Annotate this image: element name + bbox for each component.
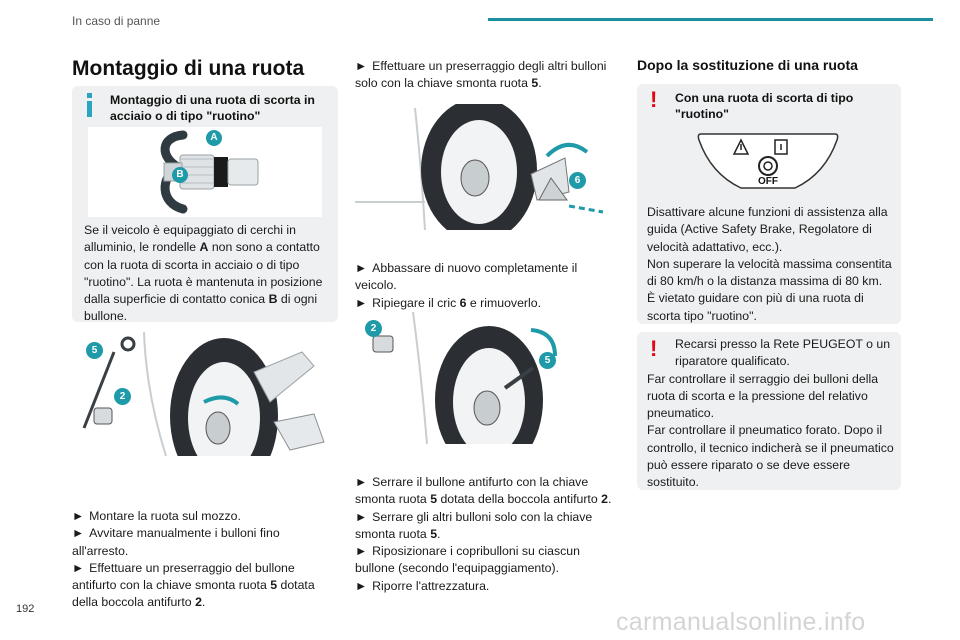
warning-icon: !	[650, 87, 658, 112]
warning-box-dealer: ! Recarsi presso la Rete PEUGEOT o un ri…	[637, 332, 901, 490]
warning-box-title: Con una ruota di scorta di tipo "ruotino…	[675, 91, 854, 121]
step-bullet-icon: ►	[355, 578, 368, 593]
step-bullet-icon: ►	[72, 560, 85, 575]
warning-box-body: Disattivare alcune funzioni di assistenz…	[647, 205, 892, 323]
step-bullet-icon: ►	[355, 59, 368, 73]
callout-b: B	[172, 167, 188, 183]
step-bullet-icon: ►	[72, 526, 85, 541]
step-bullet-icon: ►	[355, 475, 368, 489]
header-accent-bar	[488, 18, 933, 21]
step-bullet-icon: ►	[72, 509, 85, 523]
left-steps: ►Montare la ruota sul mozzo. ►Avvitare m…	[72, 509, 315, 610]
callout-2: 2	[114, 388, 131, 405]
info-icon	[87, 93, 93, 117]
page-title: Montaggio di una ruota	[72, 57, 305, 80]
info-box-title: Montaggio di una ruota di scorta in acci…	[110, 93, 315, 123]
wheel-mounting-illustration: 5 2	[74, 331, 338, 494]
warning-icon: !	[650, 336, 658, 361]
warning-box-body: Recarsi presso la Rete PEUGEOT o un ripa…	[647, 337, 894, 490]
jack-lowering-illustration: 6	[355, 98, 619, 242]
callout-5: 5	[539, 352, 556, 369]
dashboard-warning-panel: OFF	[695, 130, 841, 192]
step-bullet-icon: ►	[355, 261, 368, 275]
off-badge: OFF	[758, 176, 778, 187]
callout-6: 6	[569, 172, 586, 189]
bolt-washer-illustration: A B	[88, 127, 322, 217]
step-bullet-icon: ►	[355, 544, 368, 559]
callout-5: 5	[86, 342, 103, 359]
callout-2: 2	[365, 320, 382, 337]
callout-a: A	[206, 130, 222, 146]
watermark: carmanualsonline.info	[616, 608, 866, 636]
page-number: 192	[16, 603, 35, 615]
middle-intro: ►Effettuare un preserraggio degli altri …	[355, 59, 607, 91]
middle-steps-1: ►Abbassare di nuovo completamente il vei…	[355, 261, 578, 310]
step-bullet-icon: ►	[355, 295, 368, 310]
section-header: In caso di panne	[72, 14, 161, 28]
middle-steps-2: ►Serrare il bullone antifurto con la chi…	[355, 475, 612, 593]
info-box-body: Se il veicolo è equipaggiato di cerchi i…	[84, 223, 323, 324]
warning-box-ruotino: ! Con una ruota di scorta di tipo "ruoti…	[637, 84, 901, 324]
step-bullet-icon: ►	[355, 509, 368, 524]
bolt-tightening-illustration: 2 5	[355, 311, 619, 474]
section-title: Dopo la sostituzione di una ruota	[637, 57, 858, 73]
info-box: Montaggio di una ruota di scorta in acci…	[72, 86, 338, 323]
